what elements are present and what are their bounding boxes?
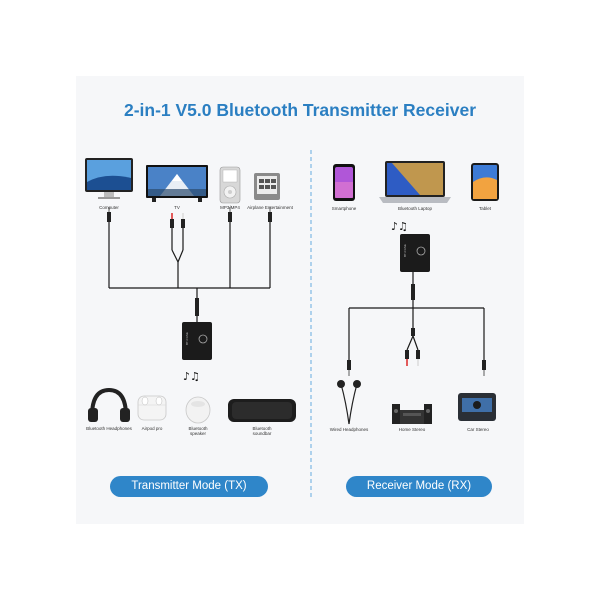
output-label-bt-headphones: Bluetooth Headphones [86,426,132,431]
source-label-smartphone: Smartphone [331,206,357,211]
smartphone-icon [333,164,355,201]
source-label-tv: TV [174,205,180,210]
rx-device-label: BT-CASE [403,244,407,257]
output-label-home-stereo: Home Stereo [398,427,426,432]
tx-transmitter-device: BT-CASE [182,322,212,360]
page-title: 2-in-1 V5.0 Bluetooth Transmitter Receiv… [123,100,477,120]
output-label-bt-speaker: Bluetooth speaker [188,426,208,436]
source-label-mp3: MP3/MP4 [220,205,240,210]
tv-icon [146,165,208,202]
source-label-tablet: Tablet [478,206,491,211]
output-label-airpods: Airpod pro [141,426,163,431]
diagram-panel [76,76,524,524]
receiver-mode-badge: Receiver Mode (RX) [346,476,492,497]
laptop-icon [379,161,451,203]
source-label-laptop: Bluetooth Laptop [397,206,433,211]
mp3-player-icon [219,166,241,204]
headphones-icon [88,387,130,422]
tx-music-notes-icon: ♪♫ [183,370,200,383]
rx-cables [348,272,485,360]
output-label-wired-headphones: Wired Headphones [329,427,369,432]
computer-icon [85,158,133,199]
tx-plugs [107,207,272,316]
rx-plugs [347,284,486,376]
output-label-car-stereo: Car Stereo [467,427,489,432]
rx-receiver-device: BT-CASE [400,234,430,272]
output-label-bt-soundbar: Bluetooth soundbar [252,426,272,436]
car-stereo-icon [458,393,496,421]
airpods-icon [137,395,167,421]
tx-device-label: BT-CASE [185,332,189,345]
earphones-icon [337,380,361,425]
soundbar-icon [228,399,296,422]
tx-cables [108,222,271,322]
source-label-airplane: Airplane Entertainment [247,205,293,210]
rx-music-notes-icon: ♪♫ [391,220,408,233]
speaker-icon [185,396,211,424]
transmitter-mode-badge: Transmitter Mode (TX) [110,476,268,497]
home-stereo-icon [392,404,432,424]
tablet-icon [471,163,499,201]
airplane-entertainment-icon [254,173,280,200]
source-label-computer: Computer [99,205,119,210]
